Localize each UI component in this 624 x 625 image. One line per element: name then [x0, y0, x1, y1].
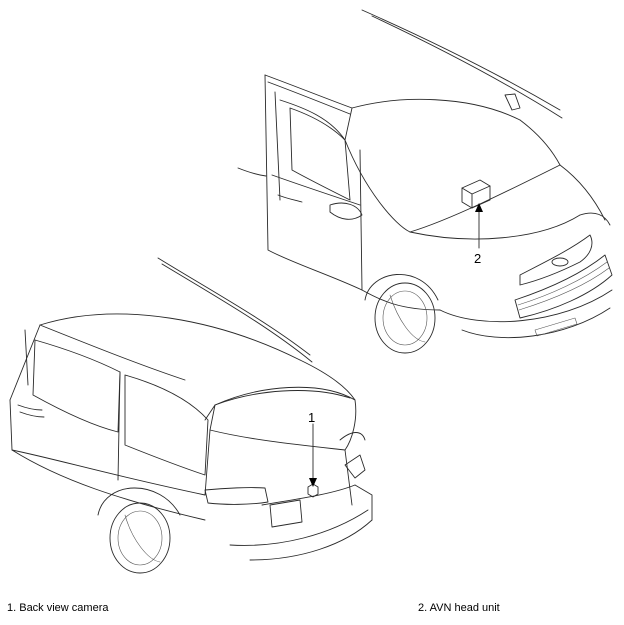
legend-avn-head-unit: 2. AVN head unit [418, 602, 500, 614]
callout-number-1: 1 [308, 410, 315, 425]
callout-number-2: 2 [474, 251, 481, 266]
legend-back-view-camera: 1. Back view camera [7, 602, 109, 614]
callout-arrow-2 [475, 203, 483, 249]
front-vehicle-drawing [237, 9, 613, 354]
avn-head-unit-icon [461, 179, 491, 209]
rear-vehicle-drawing [9, 257, 373, 574]
callout-arrow-1 [309, 423, 317, 487]
